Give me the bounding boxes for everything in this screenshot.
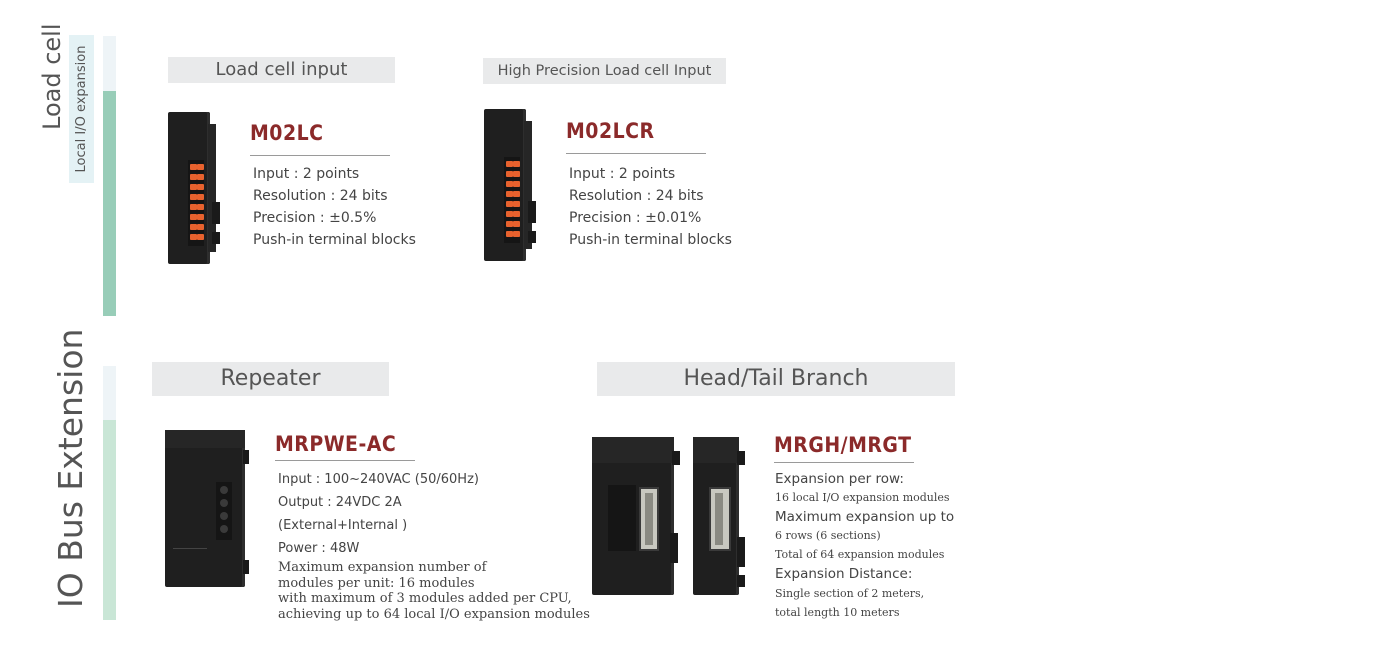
- mrgh-device-image: [592, 437, 682, 597]
- spec-line: Expansion Distance:: [775, 566, 913, 582]
- spec-line: Resolution : 24 bits: [569, 188, 704, 204]
- note-line: with maximum of 3 modules added per CPU,: [278, 591, 572, 606]
- spec-line: (External+Internal ): [278, 518, 408, 533]
- spec-line: Push-in terminal blocks: [569, 232, 732, 248]
- spec-line: Single section of 2 meters,: [775, 587, 925, 600]
- mrgh-mrgt-specs: Expansion per row: 16 local I/O expansio…: [775, 469, 954, 622]
- model-mrgh-mrgt: MRGH/MRGT: [774, 433, 912, 457]
- m02lcr-divider: [566, 153, 706, 154]
- spec-line: Output : 24VDC 2A: [278, 495, 402, 510]
- loadcell-bar-top: [103, 36, 116, 92]
- m02lcr-specs: Input : 2 points Resolution : 24 bits Pr…: [569, 163, 732, 251]
- m02lc-divider: [250, 155, 390, 156]
- spec-line: Precision : ±0.01%: [569, 210, 702, 226]
- loadcell-subtitle-bg: [69, 35, 94, 183]
- m02lc-specs: Input : 2 points Resolution : 24 bits Pr…: [253, 163, 416, 251]
- spec-line: Precision : ±0.5%: [253, 210, 377, 226]
- note-line: Maximum expansion number of: [278, 560, 487, 575]
- spec-line: total length 10 meters: [775, 606, 900, 619]
- section-header-repeater: Repeater: [152, 362, 389, 396]
- spec-line: Total of 64 expansion modules: [775, 548, 945, 561]
- mrgh-mrgt-divider: [774, 462, 914, 463]
- iobus-bar-top: [103, 366, 116, 421]
- mrpwe-ac-divider: [275, 460, 415, 461]
- mrpwe-ac-device-image: [165, 430, 250, 588]
- note-line: modules per unit: 16 modules: [278, 575, 475, 591]
- model-mrpwe-ac: MRPWE-AC: [275, 432, 397, 456]
- spec-line: 6 rows (6 sections): [775, 529, 881, 542]
- note-line: achieving up to 64 local I/O expansion m…: [278, 606, 590, 622]
- spec-line: Input : 2 points: [569, 166, 676, 182]
- spec-line: Push-in terminal blocks: [253, 232, 416, 248]
- section-header-high-precision: High Precision Load cell Input: [483, 58, 726, 84]
- spec-line: Input : 100~240VAC (50/60Hz): [278, 472, 479, 487]
- m02lc-device-image: [168, 112, 220, 266]
- spec-line: Expansion per row:: [775, 471, 904, 487]
- iobus-title: IO Bus Extension: [51, 328, 90, 608]
- mrpwe-ac-notes: Maximum expansion number of modules per …: [278, 560, 590, 622]
- mrpwe-ac-specs: Input : 100~240VAC (50/60Hz) Output : 24…: [278, 468, 479, 560]
- iobus-bar: [103, 420, 116, 620]
- model-m02lcr: M02LCR: [566, 119, 655, 143]
- spec-line: Input : 2 points: [253, 166, 360, 182]
- spec-line: Resolution : 24 bits: [253, 188, 388, 204]
- section-header-load-cell-input: Load cell input: [168, 57, 395, 83]
- model-m02lc: M02LC: [250, 121, 324, 145]
- section-header-head-tail-branch: Head/Tail Branch: [597, 362, 955, 396]
- mrgt-device-image: [693, 437, 749, 597]
- spec-line: Maximum expansion up to: [775, 509, 955, 525]
- loadcell-subtitle: Local I/O expansion: [74, 45, 89, 173]
- spec-line: Power : 48W: [278, 541, 360, 556]
- loadcell-bar: [103, 91, 116, 316]
- spec-line: 16 local I/O expansion modules: [775, 491, 950, 504]
- loadcell-title: Load cell: [38, 23, 66, 131]
- m02lcr-device-image: [484, 109, 536, 263]
